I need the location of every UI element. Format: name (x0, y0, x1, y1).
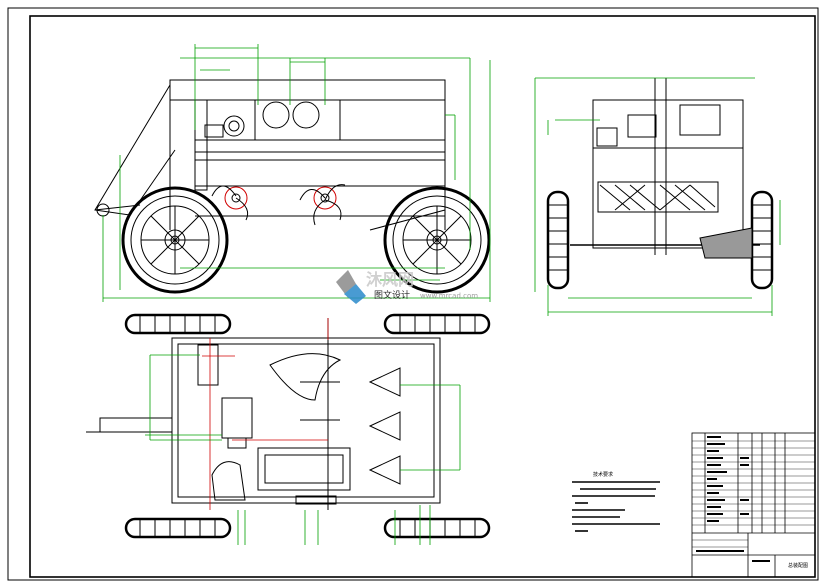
front-view (94, 79, 491, 294)
watermark-subtitle: 图文设计 (374, 289, 410, 301)
title-block (691, 432, 816, 578)
mf-logo-icon (336, 270, 366, 304)
inner-frame (29, 15, 816, 578)
notes-title: 技术要求 (593, 471, 613, 478)
side-view-dimensions (534, 77, 781, 316)
watermark-url: www.mrcad.com (420, 292, 478, 300)
top-view-centerlines (202, 318, 329, 510)
front-view-dimensions (102, 44, 491, 302)
side-view-hatch (699, 227, 753, 259)
top-view (86, 313, 491, 539)
side-view (546, 78, 774, 290)
top-view-dimensions (145, 354, 461, 545)
outer-frame (7, 7, 819, 581)
title-block-rows (692, 440, 815, 548)
watermark-brand: 沐风网 (366, 270, 414, 289)
title-block-marks (696, 436, 770, 562)
watermark: 沐风网 图文设计 www.mrcad.com (336, 270, 478, 304)
drawing-name: 总装配图 (788, 562, 808, 569)
technical-notes: 技术要求 (572, 471, 660, 532)
